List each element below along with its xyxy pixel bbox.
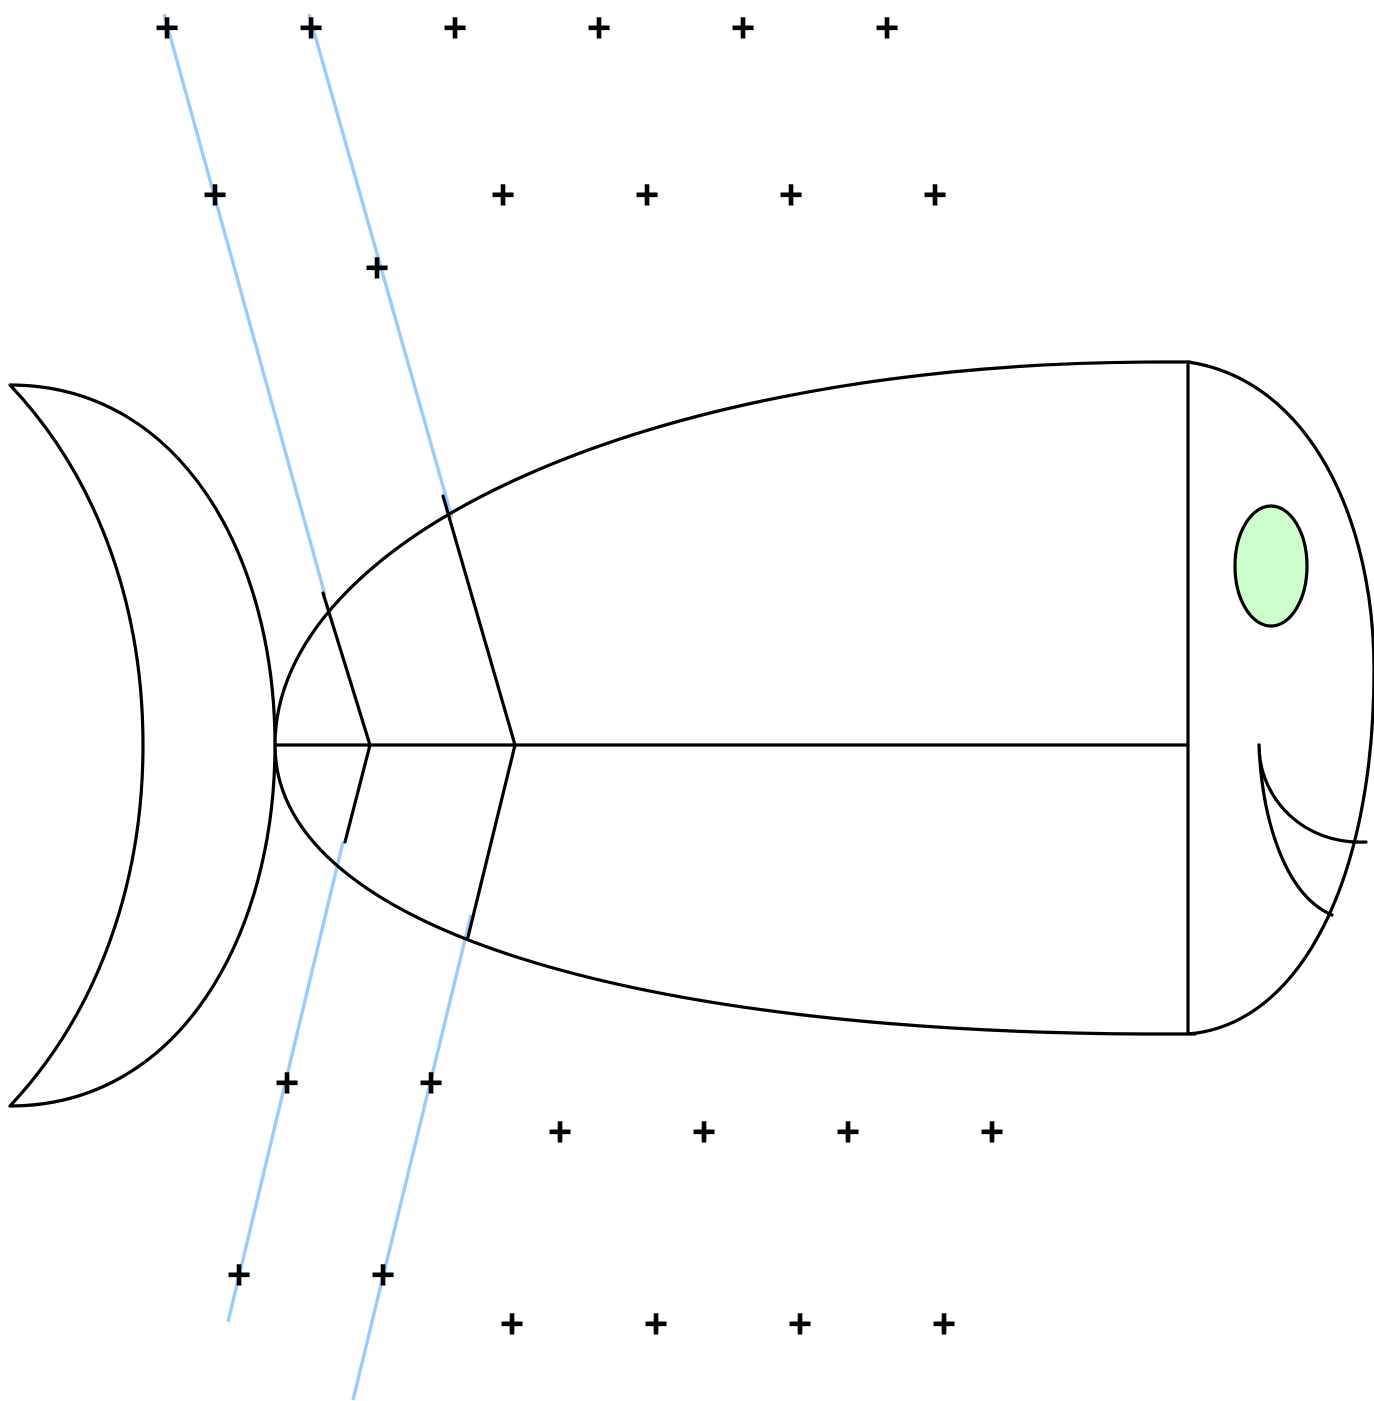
plus-marker: + <box>299 4 324 51</box>
plus-marker: + <box>731 4 756 51</box>
mouth-lower <box>1257 743 1334 917</box>
plus-marker: + <box>788 1300 813 1347</box>
rib-2 <box>441 494 517 939</box>
plus-marker: + <box>635 171 660 218</box>
ribs <box>321 494 517 939</box>
plus-marker: + <box>779 171 804 218</box>
plus-marker: + <box>275 1059 300 1106</box>
plus-marker: + <box>980 1108 1005 1155</box>
guide-line-lower-1 <box>226 841 345 1323</box>
plus-marker: + <box>836 1108 861 1155</box>
plus-marker: + <box>875 4 900 51</box>
fish-body <box>273 360 1197 1036</box>
tail-fin <box>8 383 277 1108</box>
guide-lines <box>162 13 473 1401</box>
plus-marker: + <box>371 1251 396 1298</box>
plus-marker: + <box>491 171 516 218</box>
plus-marker: + <box>203 171 228 218</box>
plus-marker: + <box>644 1300 669 1347</box>
plus-marker: + <box>692 1108 717 1155</box>
rib-1 <box>321 591 372 844</box>
plus-marker: + <box>155 4 180 51</box>
guide-line-upper-2 <box>307 13 454 519</box>
plus-marker: + <box>548 1108 573 1155</box>
plus-marker: + <box>923 171 948 218</box>
plus-marker: + <box>419 1059 444 1106</box>
mouth <box>1257 743 1368 917</box>
eye <box>1233 504 1309 628</box>
plus-markers: + + + + + + + + + + + + + + + + + + + + + + + + <box>155 4 1005 1347</box>
plus-marker: + <box>227 1251 252 1298</box>
plus-marker: + <box>932 1300 957 1347</box>
guide-line-lower-2 <box>351 914 473 1401</box>
plus-marker: + <box>365 244 390 291</box>
guide-line-upper-1 <box>162 13 327 596</box>
plus-marker: + <box>500 1300 525 1347</box>
plus-marker: + <box>587 4 612 51</box>
mouth-upper <box>1257 743 1368 844</box>
fish-head <box>1186 360 1374 1036</box>
plus-marker: + <box>443 4 468 51</box>
